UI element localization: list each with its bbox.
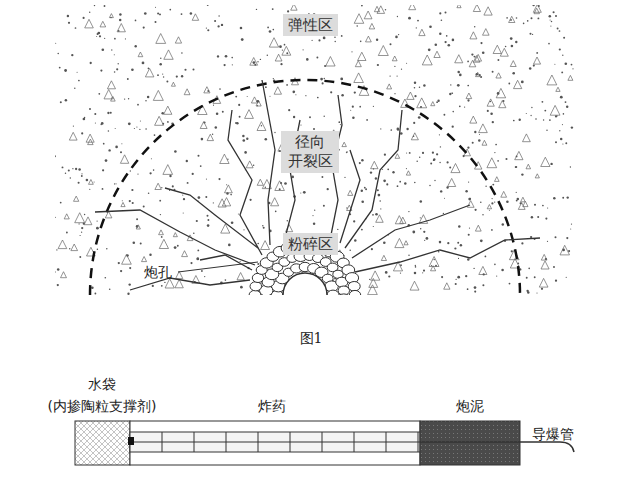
- part-label: 炮泥: [456, 398, 484, 415]
- zone-label: 粉碎区: [283, 233, 338, 256]
- elastic-boundary: [90, 80, 520, 295]
- radial-cracks: [95, 80, 540, 290]
- part-label: 炸药: [258, 398, 286, 415]
- part-label: 水袋: [88, 376, 116, 393]
- zone-name: 粉碎区: [288, 235, 333, 254]
- rock-texture: [55, 5, 574, 295]
- part-label: 炮孔: [144, 264, 172, 281]
- leader-line: [178, 262, 258, 272]
- blast-hole: [283, 273, 327, 295]
- charge-structure: [75, 421, 574, 465]
- figure-caption: 图1: [300, 330, 323, 347]
- zone-name: 径向 开裂区: [286, 133, 334, 171]
- rock-panel: [55, 5, 575, 295]
- zone-name: 弹性区: [288, 16, 333, 35]
- zone-label: 弹性区: [283, 14, 338, 37]
- part-label: 导爆管: [532, 426, 574, 443]
- part-label: (内掺陶粒支撑剂): [48, 398, 157, 415]
- zone-label: 径向 开裂区: [281, 131, 339, 173]
